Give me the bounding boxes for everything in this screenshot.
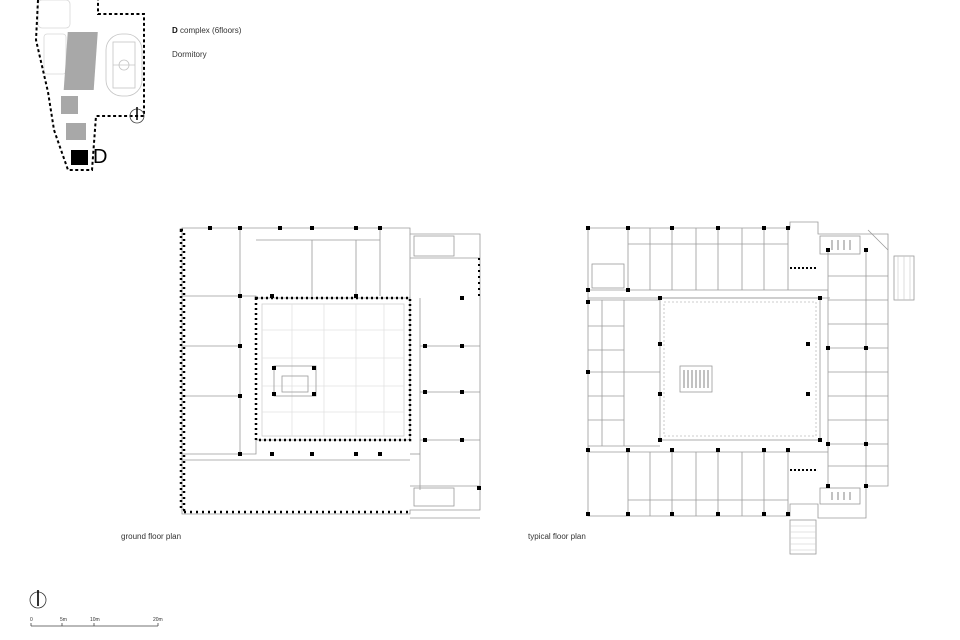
site-boundary (34, 0, 145, 171)
scale-tick-10m: 10m (90, 617, 100, 623)
scale-tick-20m: 20m (153, 617, 163, 623)
ground-floor-caption: ground floor plan (121, 532, 182, 541)
site-marker-letter: D (93, 146, 108, 168)
building-d-highlight (71, 150, 88, 165)
scale-tick-5m: 5m (60, 617, 67, 623)
complex-suffix: complex (6floors) (180, 26, 242, 35)
building-b (61, 96, 78, 114)
building-function: Dormitory (172, 50, 207, 59)
north-arrow-icon (29, 590, 47, 609)
typical-floor-caption: typical floor plan (528, 532, 586, 541)
complex-title: D complex (6floors) (172, 26, 241, 35)
sports-field (105, 33, 143, 97)
site-north-arrow-icon (129, 107, 145, 124)
building-c (66, 123, 86, 140)
complex-letter: D (172, 26, 178, 35)
building-a (63, 32, 98, 90)
scale-tick-0: 0 (30, 617, 33, 623)
